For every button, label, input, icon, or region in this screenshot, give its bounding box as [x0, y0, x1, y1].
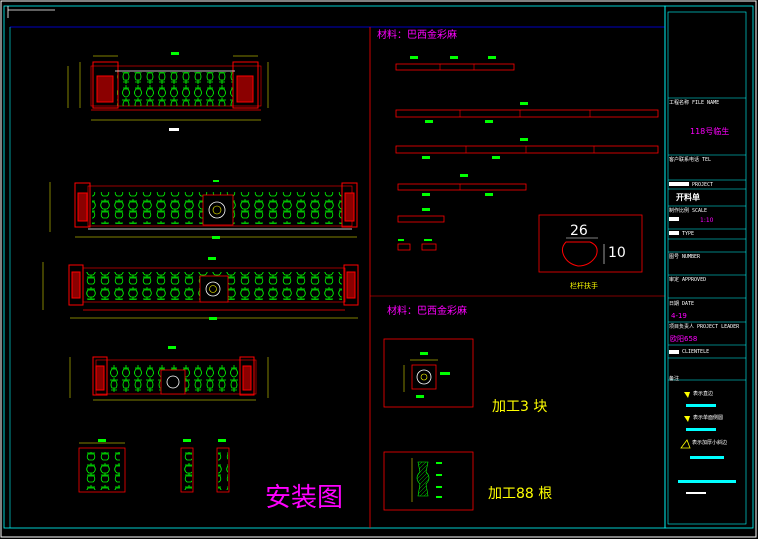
project-leader-label: 项目负责人 PROJECT LEADER: [669, 324, 740, 330]
scale-value: 1:10: [700, 217, 714, 224]
profile-dimension-right: 10: [608, 245, 626, 261]
process-blocks-label: 加工3 块: [492, 399, 548, 415]
remarks-label: 备注: [669, 376, 680, 382]
clientele-label: CLIENTELE: [682, 349, 710, 355]
project-name-label: 工程名称 FILE NAME: [669, 100, 720, 106]
railing-elevation-4: [69, 346, 269, 401]
title-block: [664, 5, 754, 529]
drawing-title: 开料单: [676, 193, 700, 202]
materials-note-top: 材料：巴西金彩麻: [377, 30, 457, 41]
project-label: PROJECT: [692, 182, 714, 188]
process-rods-label: 加工88 根: [488, 486, 553, 502]
process-detail-rods: [383, 451, 474, 511]
materials-note-bottom: 材料：巴西金彩麻: [387, 306, 467, 317]
process-detail-blocks: [383, 338, 474, 408]
date-label: 日期 DATE: [669, 301, 695, 307]
railing-elevation-1: [67, 52, 269, 131]
profile-dimension-top: 26: [570, 223, 588, 239]
approved-label: 审定 APPROVED: [669, 277, 707, 283]
handrail-profile-caption: 栏杆扶手: [570, 282, 598, 290]
scale-label: 制作比例 SCALE: [669, 208, 708, 214]
railing-elevation-3: [42, 257, 359, 320]
number-label: 图号 NUMBER: [669, 254, 701, 260]
legend-straight-edge: 表示直边: [693, 391, 714, 397]
client-tel-label: 客户联系电话 TEL: [669, 157, 712, 163]
project-name-value: 118号临生: [690, 127, 730, 136]
legend-thick-bevel: 表示加厚小斜边: [692, 440, 728, 446]
legend-single-round: 表示单面侧圆: [693, 415, 724, 421]
handrail-profile: [538, 214, 643, 273]
type-label: TYPE: [682, 231, 695, 237]
baluster-details: [78, 439, 230, 493]
cutting-list: [395, 56, 659, 251]
project-leader-value: 欧阳658: [670, 335, 698, 343]
date-value: 4-19: [671, 312, 687, 320]
install-drawing-title: 安装图: [265, 483, 344, 513]
railing-elevation-2: [49, 180, 358, 239]
